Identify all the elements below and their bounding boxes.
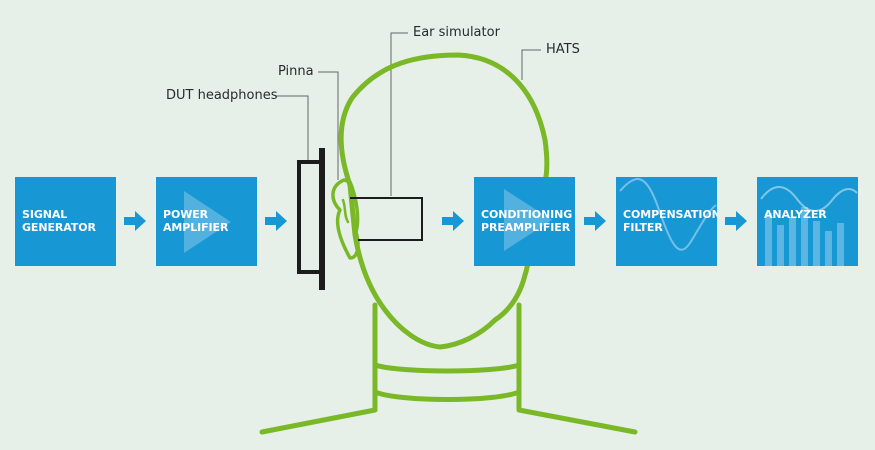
arrow-4 — [584, 211, 606, 231]
analyzer-label: ANALYZER — [764, 208, 854, 221]
power-amplifier-label: POWER AMPLIFIER — [163, 208, 253, 234]
spectrum-bars-icon — [760, 186, 858, 266]
conditioning-preamplifier-block: CONDITIONING PREAMPLIFIER — [474, 177, 575, 266]
ear-simulator-leader — [390, 32, 408, 196]
collar-bottom — [372, 389, 522, 402]
arrow-2 — [265, 211, 287, 231]
block-label-line2: GENERATOR — [22, 221, 96, 234]
analyzer-block: ANALYZER — [757, 177, 858, 266]
signal-flow-arrows — [124, 211, 747, 231]
compensation-filter-block: COMPENSATION FILTER — [616, 177, 717, 266]
amplifier-triangle-icon — [504, 189, 552, 251]
block-label-line1: COMPENSATION — [623, 208, 717, 221]
shoulder-left — [259, 407, 378, 435]
power-amplifier-block: POWER AMPLIFIER — [156, 177, 257, 266]
arrow-5 — [725, 211, 747, 231]
block-label-line2: AMPLIFIER — [163, 221, 229, 234]
block-label-line2: FILTER — [623, 221, 663, 234]
amplifier-triangle-icon — [184, 191, 231, 253]
block-label-line1: ANALYZER — [764, 208, 827, 221]
hats-leader — [521, 49, 541, 80]
callout-leader-lines — [275, 32, 541, 196]
pinna-label: Pinna — [278, 64, 314, 79]
hats-head-outline — [259, 52, 638, 435]
conditioning-preamplifier-label: CONDITIONING PREAMPLIFIER — [481, 208, 573, 234]
ear-simulator-label: Ear simulator — [413, 25, 500, 40]
compensation-filter-label: COMPENSATION FILTER — [623, 208, 717, 234]
collar-top — [372, 362, 522, 374]
block-label-line1: CONDITIONING — [481, 208, 573, 221]
dut-headphones-label: DUT headphones — [166, 88, 278, 103]
arrow-1 — [124, 211, 146, 231]
block-label-line1: POWER — [163, 208, 209, 221]
pinna-shape — [331, 178, 360, 260]
dut-headphones-leader — [275, 95, 309, 160]
hats-label: HATS — [546, 42, 580, 57]
arrow-3 — [442, 211, 464, 231]
headphone-earcup — [297, 160, 324, 274]
shoulder-right — [516, 407, 638, 435]
block-label-line1: SIGNAL — [22, 208, 68, 221]
signal-generator-block: SIGNAL GENERATOR — [15, 177, 116, 266]
dut-headphones-device — [297, 148, 325, 290]
signal-generator-label: SIGNAL GENERATOR — [22, 208, 112, 234]
headphone-plate — [319, 148, 325, 290]
ear-simulator-box — [350, 197, 423, 241]
sine-wave-icon — [619, 178, 717, 251]
pinna-leader — [318, 71, 339, 180]
block-label-line2: PREAMPLIFIER — [481, 221, 571, 234]
pinna-inner — [341, 198, 350, 224]
